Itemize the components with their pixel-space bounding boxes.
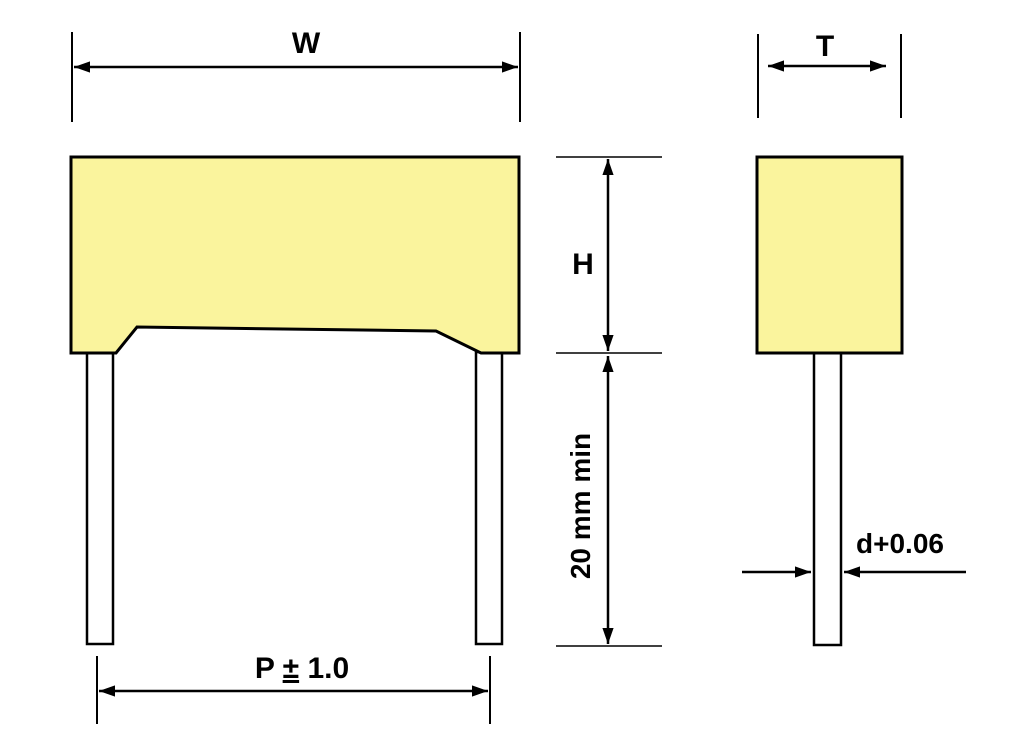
pitch-label: P ± 1.0 bbox=[255, 652, 349, 685]
capacitor-body-front bbox=[69, 155, 521, 355]
side-lead bbox=[812, 350, 843, 647]
left-lead bbox=[85, 350, 115, 646]
pitch-dimension: P ± 1.0 bbox=[96, 652, 491, 724]
front-view: W P ± 1.0 bbox=[69, 27, 521, 724]
lead-diameter-dimension: d+0.06 bbox=[742, 528, 966, 578]
vertical-dimensions: H 20 mm min bbox=[556, 156, 662, 647]
side-view: T d+0.06 bbox=[742, 30, 966, 647]
thickness-dimension: T bbox=[757, 30, 902, 118]
capacitor-body-side bbox=[755, 155, 904, 355]
width-label: W bbox=[292, 27, 321, 60]
height-label: H bbox=[572, 248, 594, 281]
width-dimension: W bbox=[71, 27, 521, 122]
right-lead bbox=[474, 350, 504, 646]
lead-diameter-label: d+0.06 bbox=[856, 528, 944, 559]
thickness-label: T bbox=[816, 30, 834, 63]
lead-length-label: 20 mm min bbox=[565, 433, 596, 579]
